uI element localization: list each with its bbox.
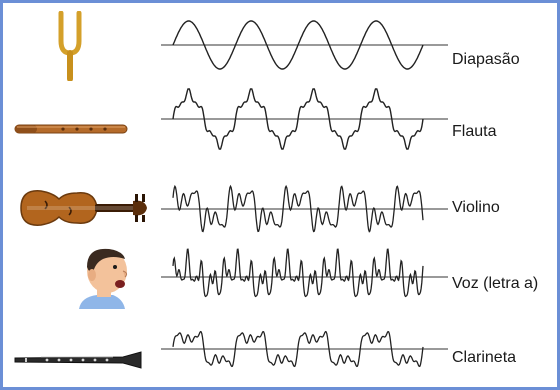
label-violino: Violino [452,199,500,217]
waveform-voz [153,241,453,313]
label-diapasao: Diapasão [452,51,520,69]
row-voz: Voz (letra a) [3,241,557,313]
row-clarineta: Clarineta [3,313,557,385]
violin-icon [15,183,155,233]
waveform-clarineta [153,313,453,385]
flute-icon [13,121,131,137]
waveform-violino [153,173,453,245]
row-flauta: Flauta [3,83,557,155]
label-clarineta: Clarineta [452,349,516,367]
tuning-fork-icon [53,11,87,81]
row-violino: Violino [3,173,557,245]
waveform-flauta [153,83,453,155]
row-diapasao: Diapasão [3,9,557,81]
label-flauta: Flauta [452,123,496,141]
waveform-diapasao [153,9,453,81]
label-voz: Voz (letra a) [452,275,538,293]
clarinet-icon [13,349,145,371]
singing-person-icon [73,243,143,313]
